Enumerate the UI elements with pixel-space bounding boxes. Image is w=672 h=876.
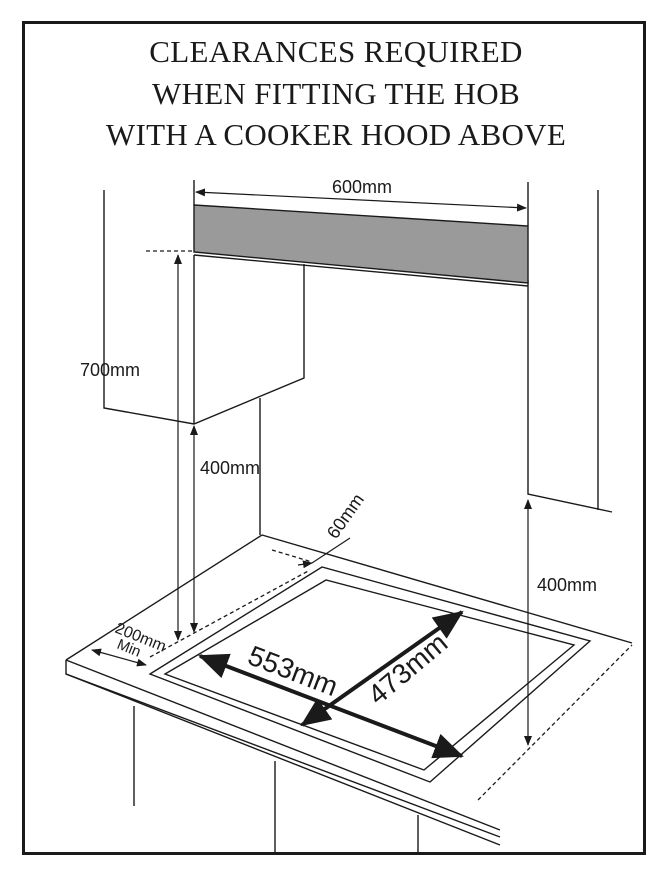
rear-gap-leader xyxy=(311,537,351,564)
right-edge-dashed xyxy=(477,644,633,801)
hob-depth-arrow xyxy=(300,610,464,727)
diagram-frame xyxy=(22,21,646,855)
title-line-2: WHEN FITTING THE HOB xyxy=(152,76,520,111)
rear-gap-arrow xyxy=(297,560,313,569)
hob xyxy=(148,566,592,783)
hood-width-label: 600mm xyxy=(332,177,392,197)
rear-gap-dashed xyxy=(271,549,313,563)
side-clearance-dashed xyxy=(149,569,311,658)
title-line-3: WITH A COOKER HOOD ABOVE xyxy=(105,117,567,152)
cooker-hood xyxy=(193,204,529,287)
cabinet-height-label: 700mm xyxy=(80,360,140,380)
hood-width-arrow xyxy=(195,188,527,212)
wall-cabinet-right xyxy=(527,190,613,513)
hob-depth-label: 473mm xyxy=(362,627,453,711)
side-gap-arrow xyxy=(91,648,147,667)
right-clearance-label: 400mm xyxy=(537,575,597,595)
title-line-1: CLEARANCES REQUIRED xyxy=(149,34,523,69)
wall-cabinet-left xyxy=(103,190,305,425)
left-clearance-label: 400mm xyxy=(200,458,260,478)
rear-gap-label: 60mm xyxy=(323,490,368,542)
